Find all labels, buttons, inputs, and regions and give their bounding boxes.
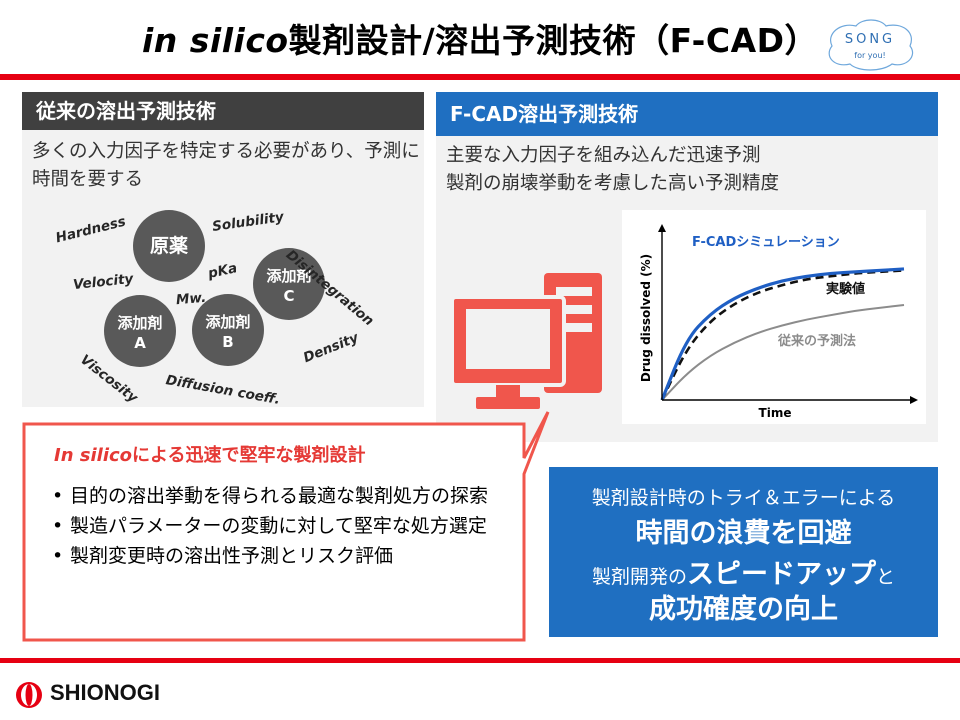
callout-item-1-text: 目的の溶出挙動を得られる最適な製剤処方の探索	[70, 485, 489, 507]
summary-line-3-pre: 製剤開発の	[591, 566, 687, 588]
summary-line-3-big: スピードアップ	[687, 559, 876, 590]
series-label-fcad: F-CADシミュレーション	[692, 235, 840, 250]
dissolution-chart: Time Drug dissolved (%) F-CADシミュレーション 実験…	[622, 210, 926, 424]
summary-line-3-post: と	[876, 566, 896, 588]
title-italic: in silico	[141, 21, 289, 60]
series-line-2	[661, 303, 905, 401]
summary-line-1: 製剤設計時のトライ＆エラーによる	[591, 487, 896, 509]
computer-icon	[452, 273, 602, 409]
title-divider	[0, 74, 960, 80]
footer-divider	[0, 658, 960, 663]
summary-box: 製剤設計時のトライ＆エラーによる 時間の浪費を回避 製剤開発のスピードアップと …	[549, 467, 938, 637]
callout-title-rest: による迅速で堅牢な製剤設計	[132, 445, 366, 466]
callout-list: • 目的の溶出挙動を得られる最適な製剤処方の探索 • 製造パラメーターの変動に対して…	[44, 484, 514, 574]
circle-api-label: 原薬	[149, 235, 188, 257]
summary-line-3: 製剤開発のスピードアップと	[549, 552, 938, 591]
song-logo-sub: for you!	[854, 51, 885, 60]
callout-title: In silicoによる迅速で堅牢な製剤設計	[54, 441, 366, 467]
summary-line-2: 時間の浪費を回避	[635, 518, 852, 549]
fcad-description: 主要な入力因子を組み込んだ迅速予測 製剤の崩壊挙動を考慮した高い予測精度	[446, 142, 926, 198]
circle-excipient-a: 添加剤 A	[104, 295, 176, 367]
chart-svg: Time Drug dissolved (%) F-CADシミュレーション 実験…	[639, 224, 918, 420]
series-label-conventional: 従来の予測法	[777, 333, 856, 349]
chart-series-group	[660, 267, 905, 401]
callout-item-3: • 製剤変更時の溶出性予測とリスク評価	[44, 544, 514, 569]
callout-item-2: • 製造パラメーターの変動に対して堅牢な処方選定	[44, 514, 514, 539]
x-axis-arrow	[910, 396, 918, 404]
callout-item-1: • 目的の溶出挙動を得られる最適な製剤処方の探索	[44, 484, 514, 509]
title-rest: 製剤設計/溶出予測技術（F-CAD）	[288, 21, 819, 60]
conventional-description: 多くの入力因子を特定する必要があり、予測に時間を要する	[32, 141, 420, 190]
circle-b-line2: B	[222, 333, 234, 351]
circle-c-line2: C	[283, 287, 295, 305]
y-axis-arrow	[658, 224, 666, 232]
circle-a-line1: 添加剤	[117, 314, 163, 332]
callout-item-3-text: 製剤変更時の溶出性予測とリスク評価	[70, 545, 394, 567]
series-label-experimental: 実験値	[826, 281, 865, 297]
fcad-heading: F-CAD溶出予測技術	[436, 92, 938, 136]
y-axis-label: Drug dissolved (%)	[639, 254, 653, 382]
conventional-heading: 従来の溶出予測技術	[22, 92, 424, 130]
circle-b-line1: 添加剤	[205, 313, 251, 331]
circle-api: 原薬	[133, 210, 205, 282]
company-name: SHIONOGI	[50, 680, 161, 705]
callout-bubble	[22, 411, 550, 642]
bullet-3: •	[52, 545, 64, 567]
circle-excipient-c: 添加剤 C	[253, 248, 325, 320]
song-logo: SONG for you!	[828, 19, 914, 71]
fcad-desc-line-2: 製剤の崩壊挙動を考慮した高い予測精度	[446, 173, 780, 194]
series-line-1	[660, 269, 905, 401]
fcad-desc-line-1: 主要な入力因子を組み込んだ迅速予測	[446, 145, 761, 166]
summary-line-4: 成功確度の向上	[649, 594, 838, 625]
circle-excipient-b: 添加剤 B	[192, 294, 264, 366]
bullet-1: •	[52, 485, 64, 507]
bullet-2: •	[52, 515, 64, 537]
x-axis-label: Time	[759, 406, 792, 420]
circle-c-line1: 添加剤	[266, 267, 312, 285]
page-title: in silico製剤設計/溶出予測技術（F-CAD）	[0, 14, 960, 62]
circle-a-line2: A	[134, 334, 146, 352]
song-logo-text: SONG	[845, 32, 895, 47]
callout-item-2-text: 製造パラメーターの変動に対して堅牢な処方選定	[70, 515, 487, 537]
shionogi-logo-icon	[16, 682, 42, 708]
series-line-0	[660, 267, 905, 401]
callout-title-italic: In silico	[54, 445, 133, 466]
